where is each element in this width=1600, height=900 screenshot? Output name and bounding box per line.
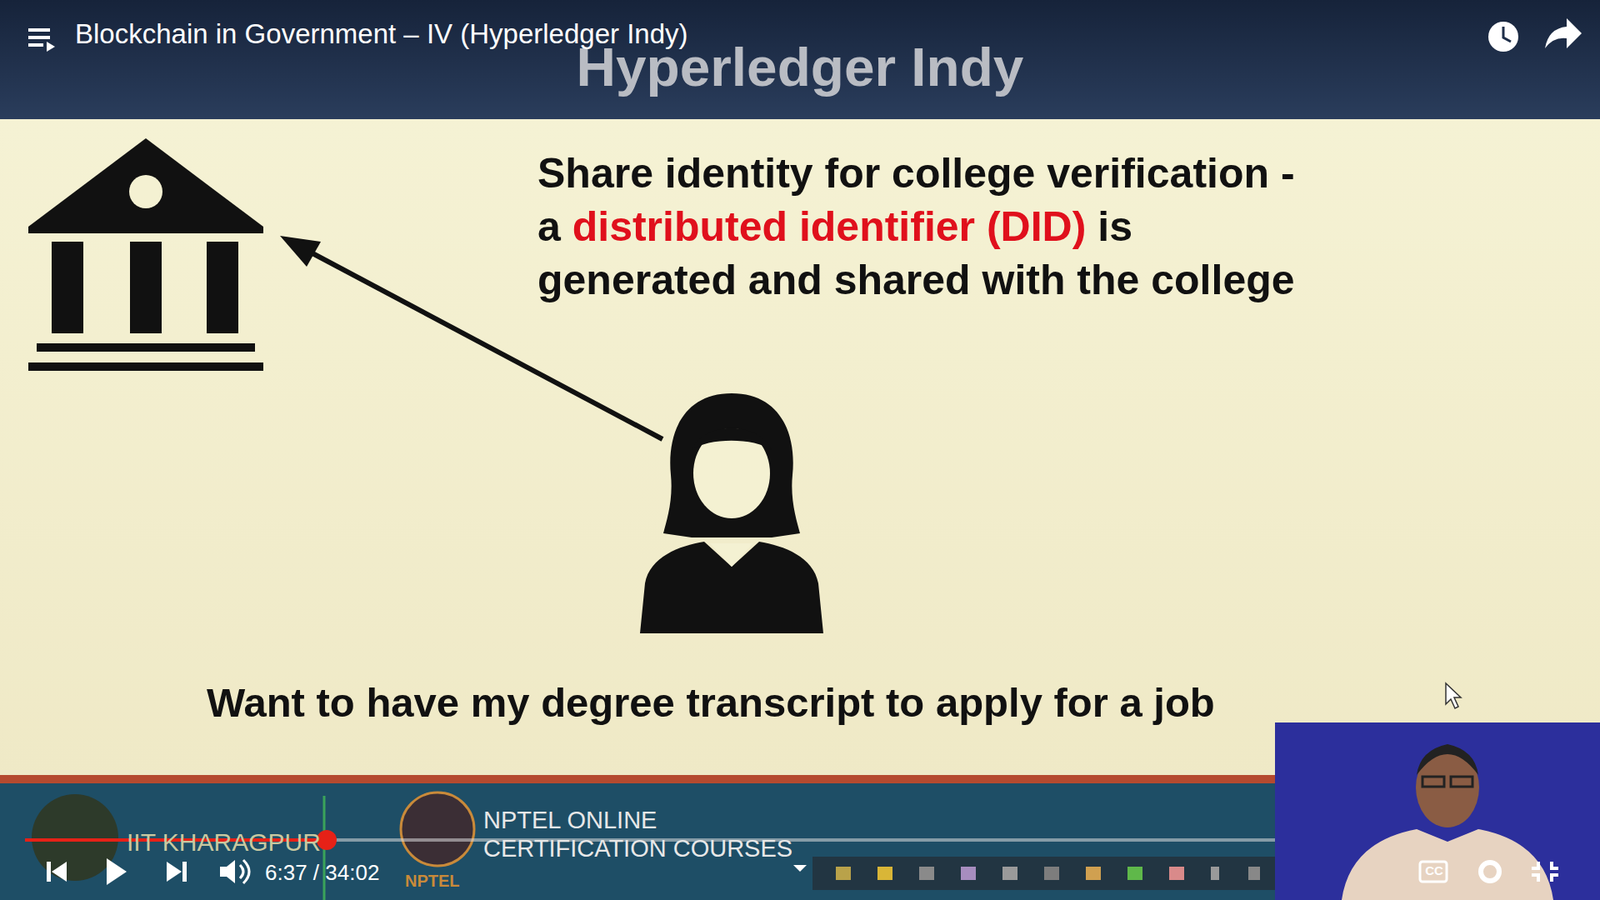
nptel-logo-text: NPTEL (405, 871, 460, 891)
video-title: Blockchain in Government – IV (Hyperledg… (75, 18, 689, 50)
nptel-logo (400, 792, 475, 866)
slide-ground (0, 117, 1600, 780)
institute-name: IIT KHARAGPUR (126, 828, 321, 857)
cc-button: CC (1424, 863, 1445, 878)
annotation-toolbar (812, 856, 1280, 890)
speaker-inset (1275, 722, 1600, 900)
player-right-icons (28, 18, 1582, 882)
nptel-line: NPTEL ONLINE (483, 806, 657, 835)
slide-caption: Want to have my degree transcript to app… (206, 679, 1215, 726)
slide-statement: Share identity for college verification … (537, 146, 1313, 307)
statement-highlight: distributed identifier (DID) (572, 203, 1087, 250)
time-display: 6:37 / 34:02 (265, 860, 380, 886)
top-bar (0, 0, 1600, 120)
person-icon (640, 393, 824, 634)
college-icon (28, 138, 264, 371)
iit-logo (31, 794, 119, 881)
nptel-line: CERTIFICATION COURSES (483, 835, 793, 863)
arrow-head (280, 235, 321, 267)
